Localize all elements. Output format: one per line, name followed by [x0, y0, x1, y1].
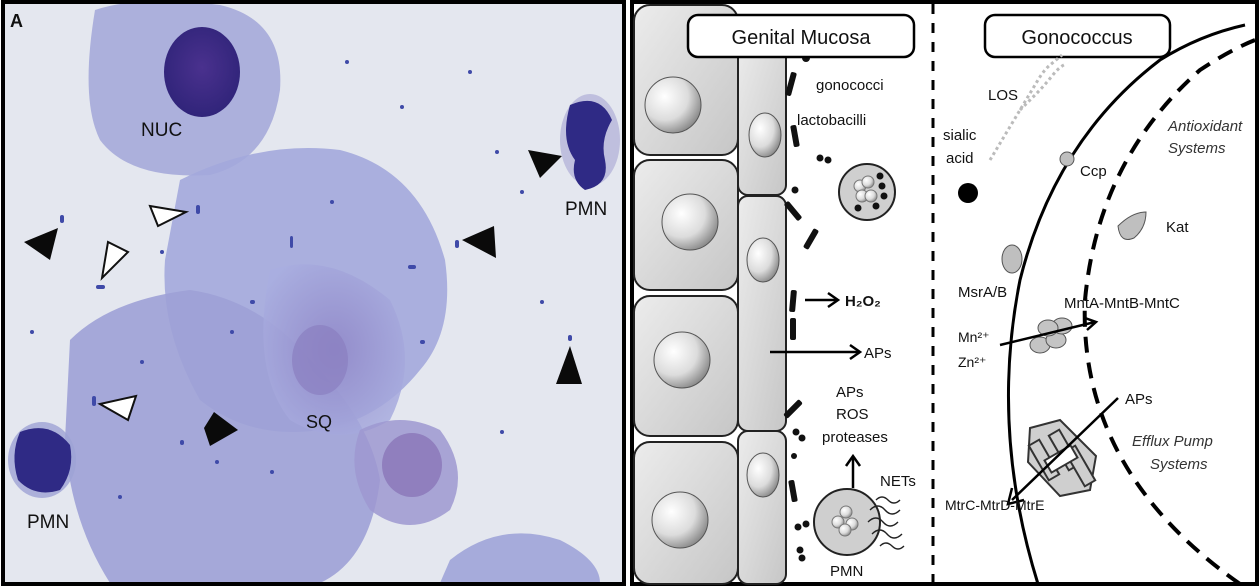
panel-a-frame	[1, 0, 626, 586]
left-arrows	[770, 291, 863, 488]
label-sq: SQ	[306, 412, 332, 432]
header-gonococcus: Gonococcus	[1021, 27, 1132, 49]
panel-a-letter: A	[10, 11, 23, 31]
label-msr: MsrA/B	[958, 284, 1007, 301]
label-antioxidant-2: Systems	[1168, 140, 1226, 157]
epithelial-nuclei	[644, 76, 782, 549]
header-box-gonococcus	[983, 13, 1172, 59]
label-pmn-right: PMN	[565, 199, 607, 220]
label-pmn: PMN	[830, 563, 863, 580]
gonococci-dots	[791, 48, 832, 562]
label-acid: acid	[946, 150, 974, 167]
inner-membrane	[1082, 38, 1256, 586]
nuc-nucleus	[164, 27, 240, 117]
pmn-right-cell	[560, 94, 620, 190]
efflux-arrowhead	[1006, 487, 1025, 506]
white-arrowheads	[97, 204, 190, 422]
label-mtr: MtrC-MtrD-MtrE	[945, 497, 1045, 513]
label-aps: APs	[836, 384, 864, 401]
label-nets: NETs	[880, 473, 916, 490]
label-efflux-2: Systems	[1150, 456, 1208, 473]
label-gonococci: gonococci	[816, 77, 884, 94]
surface-cell-2	[737, 195, 787, 432]
efflux-arrow	[1011, 397, 1119, 501]
label-pmn-left: PMN	[27, 512, 69, 533]
label-proteases: proteases	[822, 429, 888, 446]
label-mn: Mn²⁺	[958, 329, 990, 345]
label-aps-pump: APs	[1125, 391, 1153, 408]
label-ccp: Ccp	[1080, 163, 1107, 180]
sialic-acid-dot	[958, 183, 978, 203]
label-los: LOS	[988, 87, 1018, 104]
label-kat: Kat	[1166, 219, 1189, 236]
outer-membrane	[1006, 23, 1246, 585]
header-box-mucosa	[686, 13, 916, 59]
mnt-arrow	[999, 320, 1096, 347]
pmn-left-cell	[8, 422, 76, 498]
label-efflux-1: Efflux Pump	[1132, 433, 1213, 450]
label-mnt: MntA-MntB-MntC	[1064, 295, 1180, 312]
ccp-protein	[1059, 151, 1075, 167]
label-zn: Zn²⁺	[958, 354, 986, 370]
label-sialic: sialic	[943, 127, 977, 144]
msr-protein	[1001, 244, 1023, 274]
label-nuc: NUC	[141, 120, 182, 141]
lactobacilli-rods	[783, 72, 819, 503]
label-lactobacilli: lactobacilli	[797, 112, 866, 129]
panel-a-micrograph: NUC PMN SQ PMN	[4, 3, 623, 583]
label-aps-arrow: APs	[864, 345, 892, 362]
bacteria-scatter	[30, 60, 572, 499]
label-h2o2: H₂O₂	[845, 293, 881, 310]
label-ros: ROS	[836, 406, 869, 423]
kat-protein	[1117, 211, 1147, 240]
phagosome-cell	[838, 163, 896, 221]
nets-strands	[867, 496, 905, 550]
sq-nucleus	[292, 325, 348, 395]
mnt-arrowhead	[1084, 316, 1099, 331]
black-arrowheads	[24, 150, 582, 446]
pmn-schematic	[813, 488, 905, 556]
header-mucosa: Genital Mucosa	[732, 27, 872, 49]
cell-4-nucleus	[382, 433, 442, 497]
label-antioxidant-1: Antioxidant	[1167, 118, 1243, 135]
squamous-cell-5	[440, 533, 600, 583]
